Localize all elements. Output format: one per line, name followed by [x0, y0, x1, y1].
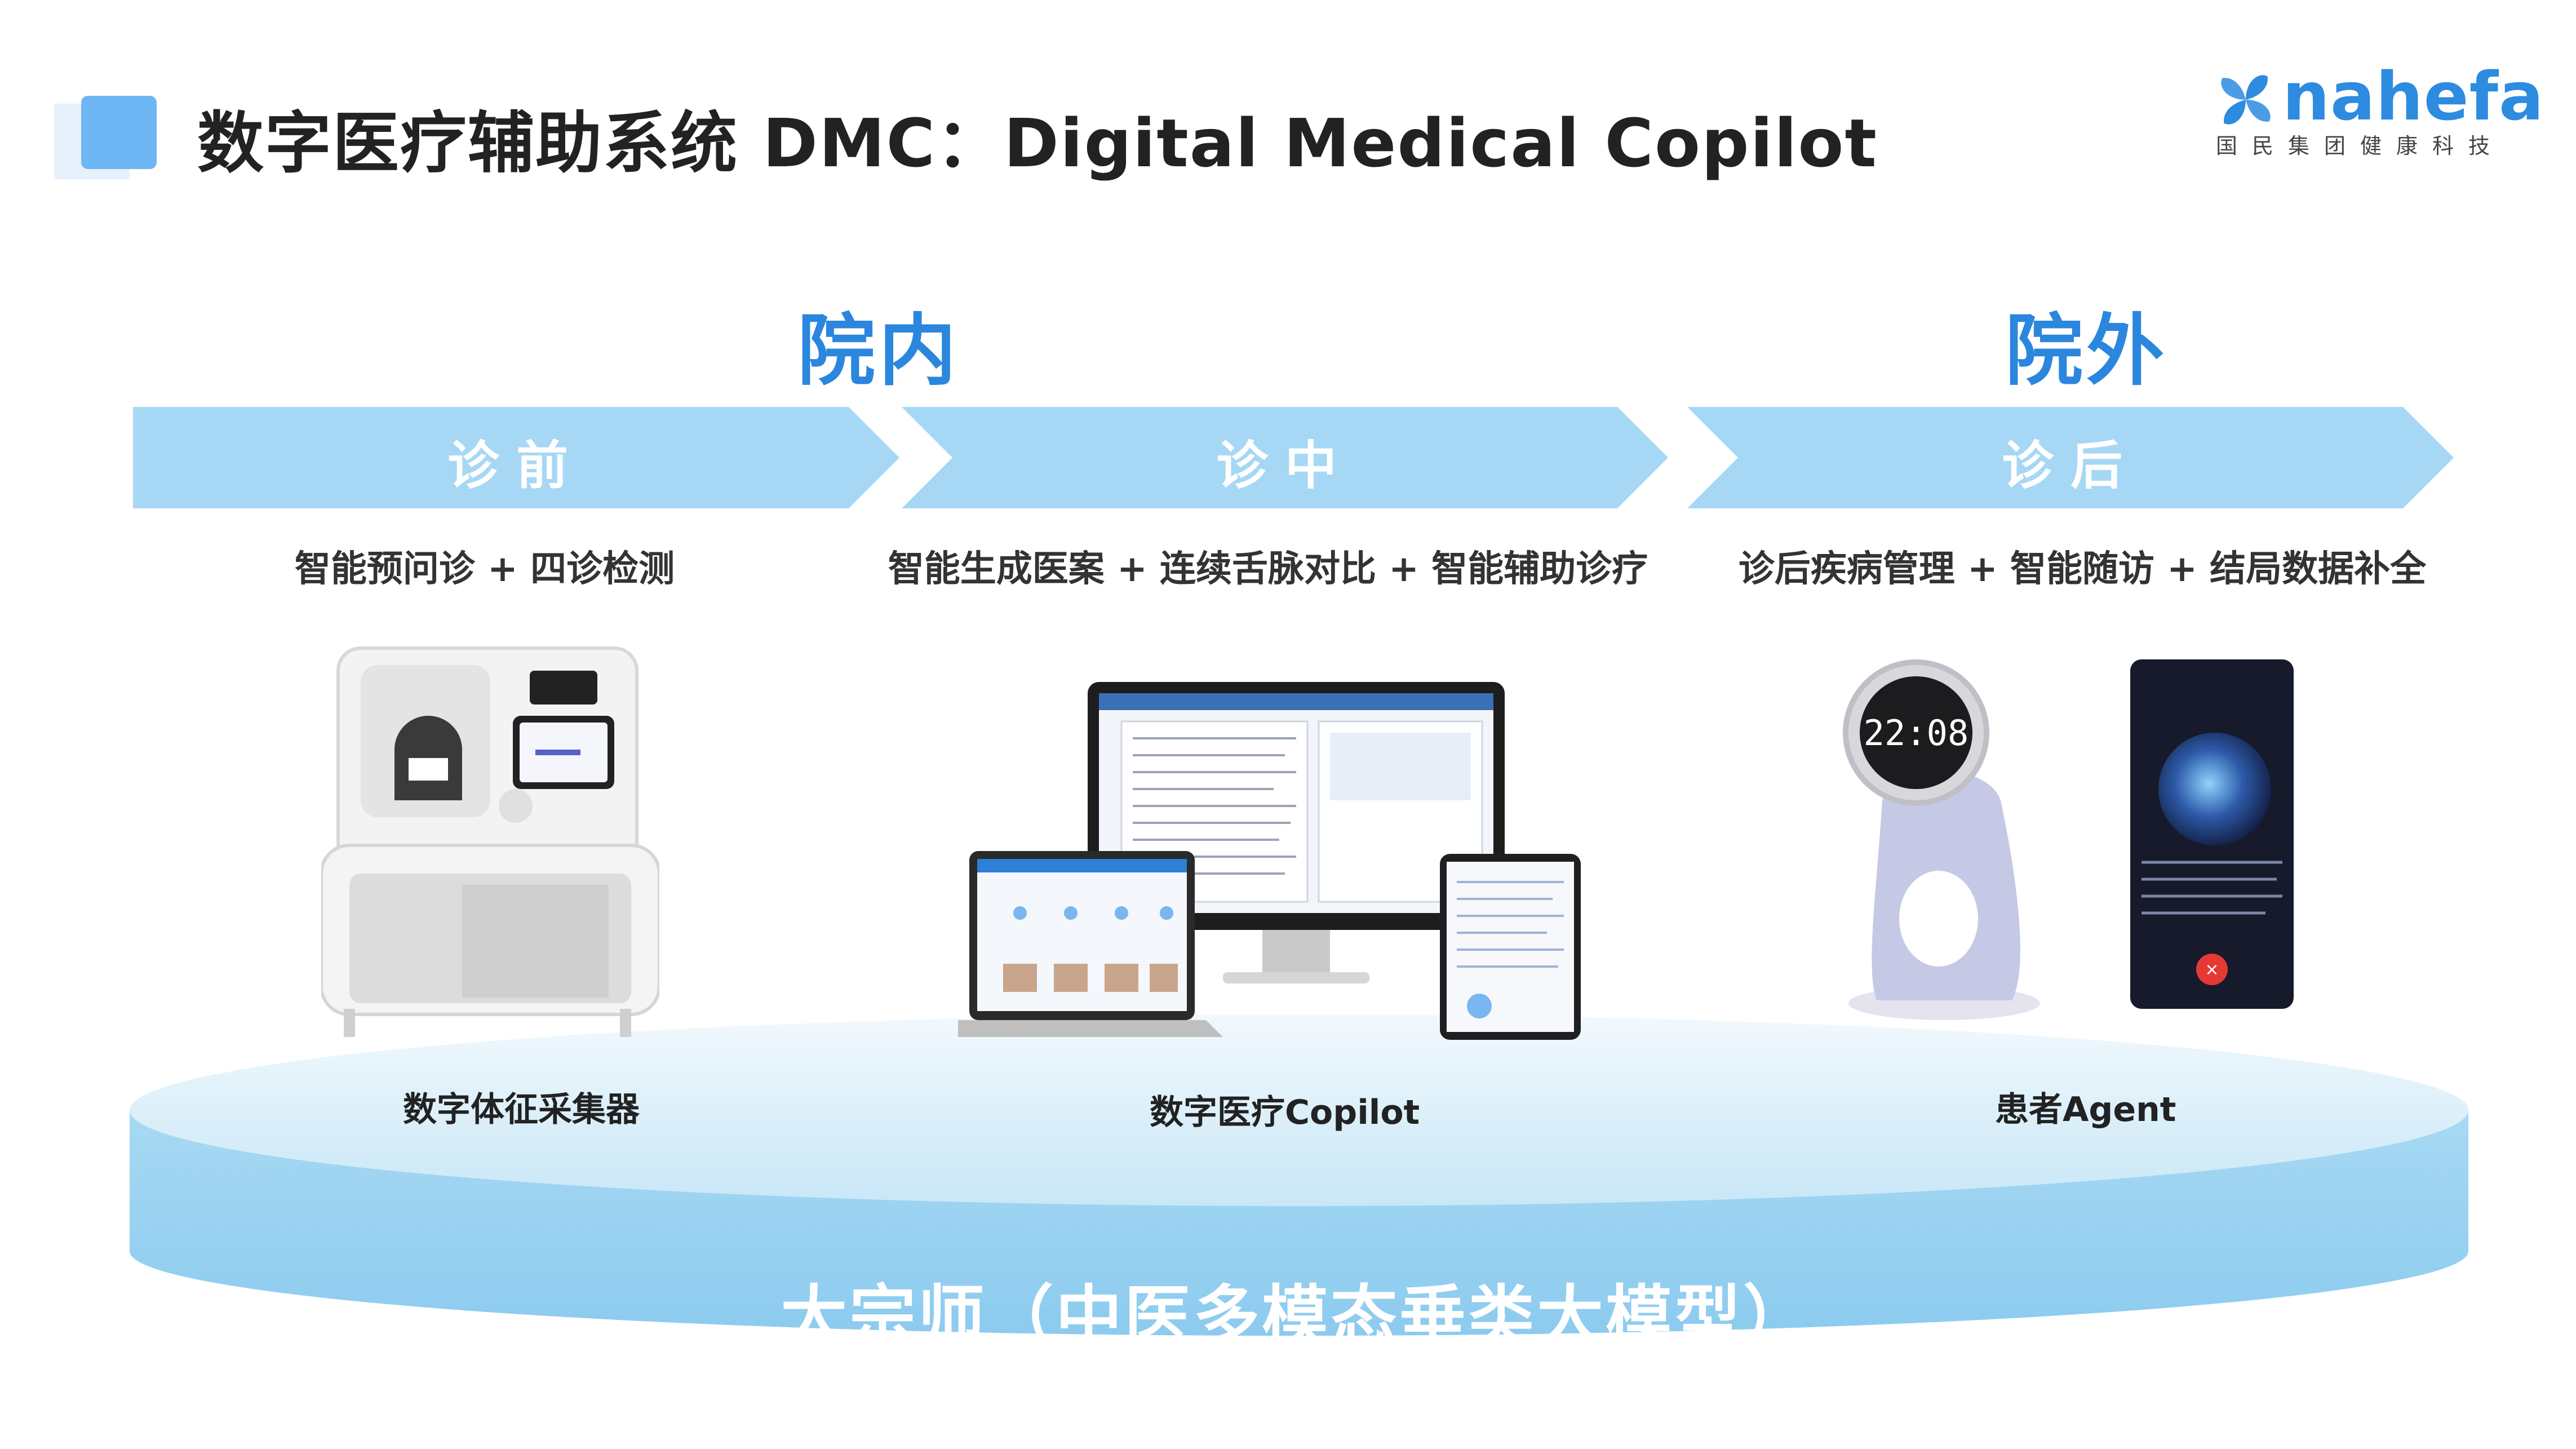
logo-wordmark: nahefa [2282, 57, 2544, 135]
stage-label-post-visit: 诊后 [2001, 436, 2139, 496]
vital-signs-collector-icon [321, 646, 659, 1037]
tablet-icon [1440, 854, 1581, 1040]
stage-label-pre-visit: 诊前 [447, 436, 585, 496]
smart-tongue-device-icon: 22:08 [1843, 659, 2040, 1020]
stage-label-in-visit: 诊中 [1216, 436, 1354, 496]
stage-chevron-pre-visit: 诊前 [133, 407, 899, 508]
logo-subtitle: 国民集团健康科技 [2216, 134, 2505, 158]
device-label-digital-copilot: 数字医疗Copilot [1150, 1093, 1420, 1132]
svg-text:×: × [2205, 960, 2219, 980]
page-title: 数字医疗辅助系统 DMC：Digital Medical Copilot [197, 104, 1878, 182]
section-outside-hospital: 院外 [2005, 305, 2168, 396]
company-logo: nahefa 国民集团健康科技 [2215, 57, 2544, 158]
foundation-model-label: 大宗师（中医多模态垂类大模型） [780, 1278, 1812, 1355]
foundation-model-platform [130, 1014, 2468, 1336]
features-post-visit: 诊后疾病管理 + 智能随访 + 结局数据补全 [1738, 548, 2427, 590]
laptop-icon [958, 851, 1223, 1037]
features-in-visit: 智能生成医案 + 连续舌脉对比 + 智能辅助诊疗 [888, 548, 1648, 590]
pinwheel-logo-icon [2221, 75, 2271, 125]
features-pre-visit: 智能预问诊 + 四诊检测 [294, 548, 675, 590]
watch-time-readout: 22:08 [1864, 712, 1969, 754]
smartphone-icon: × [2130, 659, 2294, 1009]
device-label-vital-signs-collector: 数字体征采集器 [403, 1090, 640, 1129]
stage-chevron-post-visit: 诊后 [1687, 407, 2454, 508]
title-accent-square [81, 96, 157, 169]
section-inside-hospital: 院内 [797, 305, 960, 396]
device-label-patient-agent: 患者Agent [1995, 1090, 2176, 1129]
stage-chevron-in-visit: 诊中 [902, 407, 1668, 508]
